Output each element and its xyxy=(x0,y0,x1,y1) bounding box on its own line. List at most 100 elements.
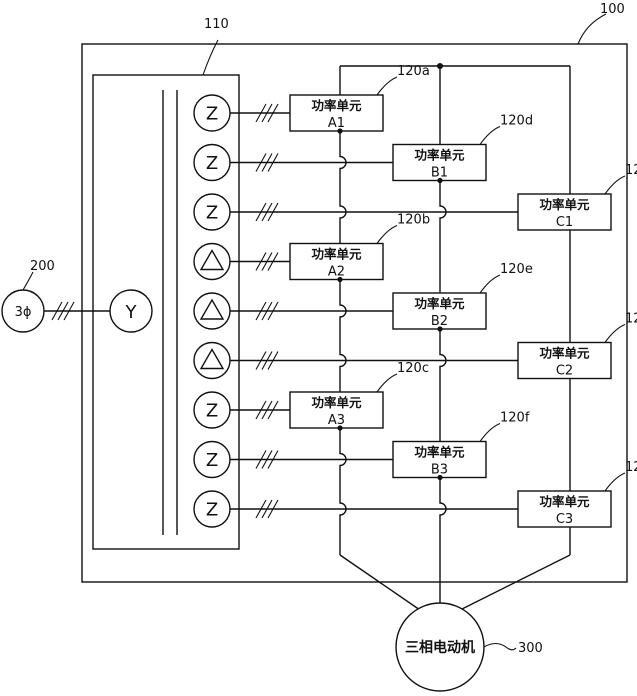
unit-title: 功率单元 xyxy=(539,346,590,361)
unit-box xyxy=(517,341,612,380)
unit-box xyxy=(392,292,487,330)
unit-ref-label: 120e xyxy=(500,262,533,277)
unit-id: C3 xyxy=(556,512,573,527)
system-label: 100 xyxy=(600,2,625,17)
source-feeder-hash-marks xyxy=(51,301,75,321)
unit-id: B1 xyxy=(431,166,448,181)
power-unit-c2: 功率单元C2120h xyxy=(230,312,637,380)
primary-winding-y xyxy=(109,289,153,333)
unit-id: A1 xyxy=(328,116,345,131)
system-leader xyxy=(577,13,607,45)
unit-title: 功率单元 xyxy=(311,98,362,113)
unit-title: 功率单元 xyxy=(414,445,465,460)
secondary-winding: Z xyxy=(193,193,231,231)
unit-box xyxy=(289,94,384,132)
unit-id: B2 xyxy=(431,314,448,329)
unit-ref-label: 120h xyxy=(625,312,637,327)
zigzag-winding-label: Z xyxy=(206,401,218,422)
unit-box xyxy=(289,242,384,281)
winding-circle xyxy=(193,341,231,380)
unit-ref-leader xyxy=(479,274,501,294)
transformer-leader xyxy=(202,39,219,76)
unit-ref-label: 120b xyxy=(397,213,430,228)
power-unit-c1: 功率单元 C1 120g xyxy=(230,163,637,231)
unit-ref-leader xyxy=(479,125,501,145)
feeder-hash-marks xyxy=(255,153,279,172)
delta-winding-icon xyxy=(199,249,225,271)
unit-box xyxy=(289,391,384,429)
unit-ref-leader xyxy=(604,175,626,195)
delta-winding-icon xyxy=(199,348,225,370)
bus-tap-dot xyxy=(337,425,343,431)
bus-tap-dot xyxy=(437,326,443,332)
unit-title: 功率单元 xyxy=(539,197,590,212)
feeder-hash-marks xyxy=(255,499,279,519)
winding-circle xyxy=(193,292,231,330)
zigzag-winding-label: Z xyxy=(206,203,218,224)
unit-id: A2 xyxy=(328,265,345,280)
feeder-hash-marks xyxy=(255,450,279,469)
zigzag-winding-label: Z xyxy=(206,500,218,521)
unit-box xyxy=(517,490,612,528)
feeder-hash-marks xyxy=(255,202,279,222)
unit-id: C1 xyxy=(556,215,573,230)
three-phase-source-label: 3ϕ xyxy=(15,305,32,320)
motor-lead-a xyxy=(339,554,421,611)
unit-id: B3 xyxy=(431,463,448,478)
secondary-winding xyxy=(193,292,231,330)
unit-ref-leader xyxy=(376,76,398,96)
source-label: 200 xyxy=(30,259,55,274)
transformer-label: 110 xyxy=(204,17,229,32)
transformer-frame xyxy=(92,74,240,550)
unit-ref-leader xyxy=(604,323,626,343)
bus-line-a xyxy=(339,66,347,555)
unit-ref-label: 120d xyxy=(500,114,533,129)
bus-tap-dot xyxy=(337,128,343,134)
unit-box xyxy=(392,440,487,479)
unit-title: 功率单元 xyxy=(414,296,465,311)
system-frame xyxy=(81,43,628,583)
unit-title: 功率单元 xyxy=(311,247,362,262)
secondary-winding: Z xyxy=(193,143,231,182)
bus-tap-dot xyxy=(337,276,343,283)
feeder-hash-marks xyxy=(255,301,279,321)
unit-box xyxy=(517,193,612,231)
secondary-winding: Z xyxy=(193,440,231,479)
unit-ref-label: 120c xyxy=(397,361,429,376)
secondary-winding xyxy=(193,341,231,380)
winding-circle xyxy=(193,242,231,281)
zigzag-winding-label: Z xyxy=(206,104,218,125)
power-unit-b2: 功率单元 B2 120e xyxy=(230,262,533,330)
secondary-winding: Z xyxy=(193,490,231,528)
secondary-winding: Z xyxy=(193,391,231,429)
unit-ref-leader xyxy=(376,373,398,393)
zigzag-winding-label: Z xyxy=(206,450,218,471)
motor-leader xyxy=(483,642,517,651)
unit-ref-label: 120g xyxy=(625,163,637,178)
unit-title: 功率单元 xyxy=(539,494,590,509)
power-units: 功率单元 A1 120a 功率单元 B1 120d 功率单元 C1 120g 功率单元 A2 120b… xyxy=(230,64,637,528)
power-unit-a1: 功率单元 A1 120a xyxy=(230,64,430,132)
unit-ref-label: 120a xyxy=(397,64,430,79)
bus-tap-dot xyxy=(437,474,443,481)
feeder-hash-marks xyxy=(255,252,279,271)
bus-column-a xyxy=(339,66,347,555)
motor-label: 300 xyxy=(518,641,543,656)
bus-tap-dot xyxy=(437,177,443,184)
secondary-winding xyxy=(193,242,231,281)
unit-title: 功率单元 xyxy=(414,148,465,163)
unit-ref-leader xyxy=(604,472,626,492)
feeder-hash-marks xyxy=(255,103,279,123)
feeder-hash-marks xyxy=(255,400,279,420)
power-unit-c3: 功率单元C3120i xyxy=(230,460,637,528)
unit-ref-leader xyxy=(376,224,398,244)
power-unit-a2: 功率单元 A2 120b xyxy=(230,213,430,281)
unit-title: 功率单元 xyxy=(311,395,362,410)
unit-ref-leader xyxy=(479,422,501,442)
delta-winding-icon xyxy=(199,298,225,320)
secondary-winding: Z xyxy=(193,94,231,132)
